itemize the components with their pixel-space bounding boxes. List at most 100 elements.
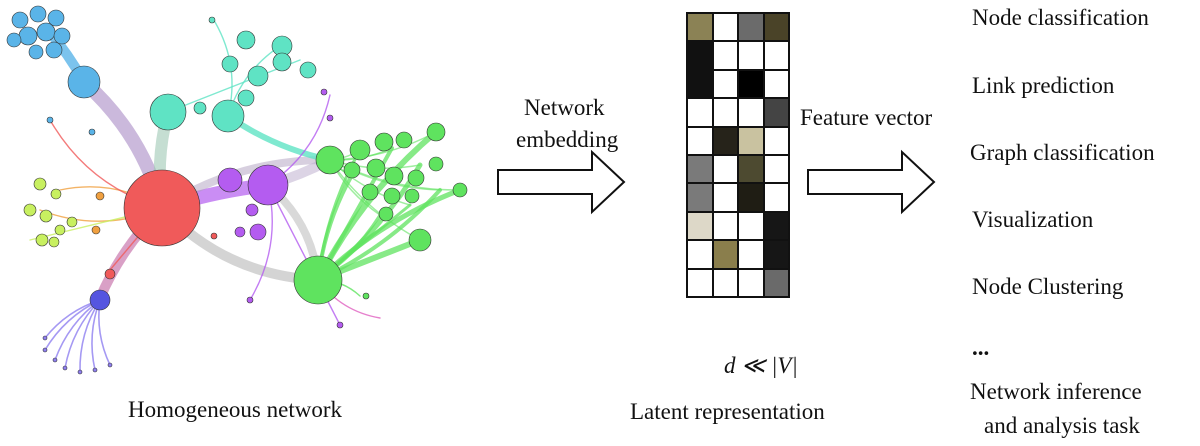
matrix-cell — [713, 184, 737, 211]
network-node — [221, 55, 239, 73]
matrix-cell — [739, 269, 763, 296]
matrix-cell — [713, 127, 737, 154]
network-node — [426, 122, 446, 142]
matrix-cell — [739, 14, 763, 41]
network-node — [39, 209, 53, 223]
network-node — [95, 191, 105, 201]
network-node — [349, 139, 371, 161]
network-node — [299, 61, 317, 79]
matrix-cell — [713, 241, 737, 268]
matrix-cell — [713, 14, 737, 41]
network-node — [272, 52, 292, 72]
matrix-cell — [764, 269, 788, 296]
homogeneous-network-caption: Homogeneous network — [128, 397, 342, 422]
network-node — [208, 16, 216, 24]
network-node — [42, 335, 48, 341]
network-node — [408, 228, 432, 252]
matrix-cell — [739, 184, 763, 211]
network-node — [54, 224, 66, 236]
network-node — [92, 367, 98, 373]
feature-vector-label: Feature vector — [800, 105, 933, 130]
network-node — [236, 30, 256, 50]
network-node — [395, 131, 413, 149]
matrix-cell — [688, 42, 712, 69]
matrix-cell — [764, 14, 788, 41]
matrix-cell — [713, 155, 737, 183]
homogeneous-network-graph — [6, 5, 468, 375]
network-node — [404, 188, 420, 204]
network-edge — [225, 113, 333, 163]
matrix-cell — [739, 99, 763, 126]
network-node — [193, 101, 207, 115]
matrix-cell — [688, 99, 712, 126]
task-graph-classification: Graph classification — [970, 140, 1155, 165]
network-node — [77, 369, 83, 375]
task-caption-line1: Network inference — [970, 379, 1142, 404]
network-node — [104, 268, 116, 280]
matrix-cell — [764, 184, 788, 211]
network-node — [149, 93, 187, 131]
network-node — [88, 128, 96, 136]
network-node — [36, 22, 56, 42]
network-node — [210, 232, 218, 240]
matrix-cell — [688, 14, 712, 41]
matrix-cell — [739, 155, 763, 183]
matrix-cell — [713, 70, 737, 98]
dimension-formula: d ≪ |V| — [724, 353, 798, 378]
embedding-arrow — [497, 149, 626, 215]
network-node — [384, 166, 404, 186]
network-node — [53, 27, 71, 45]
matrix-cell — [688, 70, 712, 98]
matrix-cell — [713, 212, 737, 240]
matrix-cell — [688, 127, 712, 154]
network-node — [89, 289, 111, 311]
matrix-cell — [688, 269, 712, 296]
network-node — [343, 161, 361, 179]
network-node — [52, 357, 58, 363]
matrix-cell — [688, 184, 712, 211]
task-link-prediction: Link prediction — [972, 73, 1115, 98]
network-nodes — [6, 5, 468, 375]
network-node — [28, 44, 44, 60]
network-node — [361, 183, 379, 201]
matrix-cell — [764, 212, 788, 240]
network-node — [293, 255, 343, 305]
network-node — [47, 9, 65, 27]
network-node — [211, 99, 245, 133]
network-node — [33, 177, 47, 191]
network-node — [35, 233, 49, 247]
matrix-cell — [739, 42, 763, 69]
network-node — [234, 226, 246, 238]
network-node — [320, 88, 328, 96]
latent-representation-matrix — [686, 12, 790, 298]
matrix-cell — [713, 42, 737, 69]
matrix-cell — [688, 155, 712, 183]
network-node — [29, 5, 47, 23]
matrix-cell — [713, 269, 737, 296]
network-node — [374, 132, 394, 152]
network-node — [217, 167, 243, 193]
network-node — [50, 188, 62, 200]
network-node — [246, 296, 254, 304]
network-node — [326, 114, 334, 122]
matrix-cell — [739, 127, 763, 154]
network-node — [107, 362, 113, 368]
network-node — [42, 347, 48, 353]
network-node — [247, 65, 269, 87]
matrix-cell — [764, 70, 788, 98]
network-node — [66, 216, 78, 228]
network-node — [428, 156, 444, 172]
task-node-clustering: Node Clustering — [972, 274, 1124, 299]
network-node — [366, 158, 386, 178]
matrix-cell — [739, 241, 763, 268]
matrix-cell — [739, 70, 763, 98]
network-node — [315, 145, 345, 175]
network-node — [62, 365, 68, 371]
network-node — [23, 203, 37, 217]
embedding-label-line1: Network — [524, 95, 605, 120]
network-node — [452, 182, 468, 198]
matrix-cell — [764, 99, 788, 126]
network-node — [123, 169, 201, 247]
network-node — [249, 223, 267, 241]
network-node — [383, 187, 401, 205]
